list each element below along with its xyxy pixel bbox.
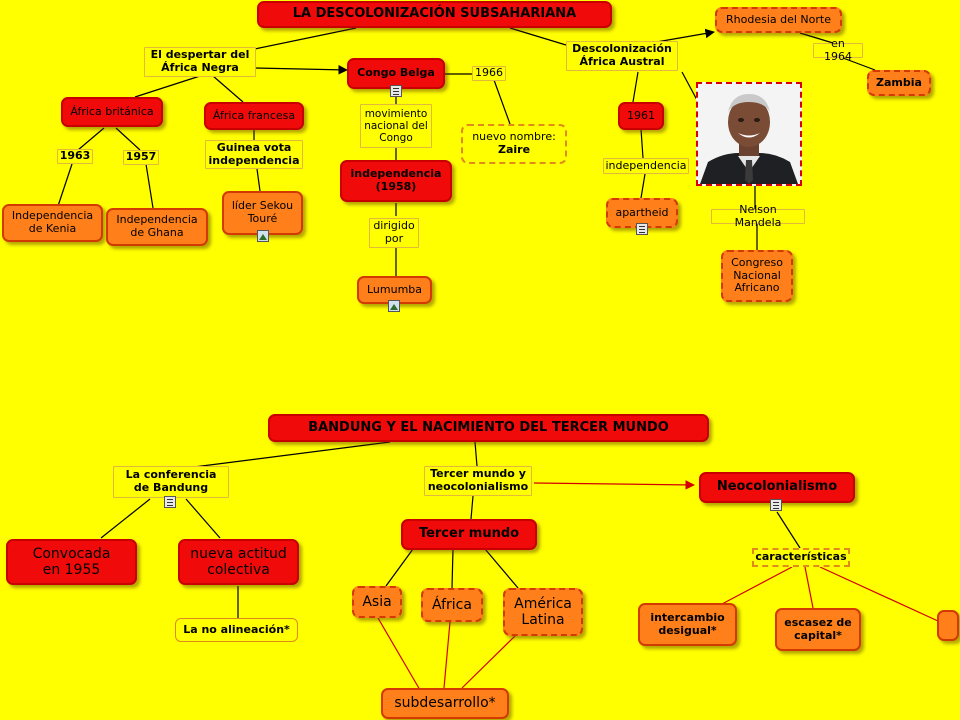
label-1966: 1966 — [472, 66, 506, 81]
node-label: intercambio desigual* — [650, 610, 725, 637]
document-icon[interactable] — [390, 85, 402, 97]
node-despertar[interactable]: El despertar del África Negra — [144, 47, 256, 77]
node-label: Congreso Nacional Africano — [731, 256, 783, 295]
node-label: África — [432, 596, 472, 613]
node-1961[interactable]: 1961 — [618, 102, 664, 130]
node-no-alineacion[interactable]: La no alineación* — [175, 618, 298, 642]
node-label: movimiento nacional del Congo — [364, 107, 428, 145]
node-kenia[interactable]: Independencia de Kenia — [2, 204, 103, 242]
document-icon[interactable] — [770, 499, 782, 511]
node-subdesarrollo[interactable]: subdesarrollo* — [381, 688, 509, 719]
node-label: Tercer mundo — [418, 526, 520, 542]
node-conferencia[interactable]: La conferencia de Bandung — [113, 466, 229, 498]
node-label: líder Sekou Touré — [231, 199, 294, 225]
node-label: 1957 — [125, 150, 157, 164]
node-label: Neocolonialismo — [716, 479, 838, 495]
node-label: La conferencia de Bandung — [125, 468, 217, 494]
node-zaire[interactable]: nuevo nombre: Zaire — [461, 124, 567, 164]
node-label: Zaire — [497, 143, 531, 156]
node-descolonizacion-austral[interactable]: Descolonización África Austral — [566, 41, 678, 71]
label-1963: 1963 — [57, 149, 93, 164]
title-bandung[interactable]: BANDUNG Y EL NACIMIENTO DEL TERCER MUNDO — [268, 414, 709, 442]
node-congreso[interactable]: Congreso Nacional Africano — [721, 250, 793, 302]
node-label: 1961 — [627, 108, 655, 122]
node-label: en 1964 — [824, 36, 852, 63]
node-partial-offscreen[interactable] — [937, 610, 959, 641]
node-label: escasez de capital* — [784, 615, 852, 642]
title-text: BANDUNG Y EL NACIMIENTO DEL TERCER MUNDO — [308, 419, 669, 435]
node-rhodesia[interactable]: Rhodesia del Norte — [715, 7, 842, 33]
node-africa-francesa[interactable]: África francesa — [204, 102, 304, 130]
document-icon[interactable] — [636, 223, 648, 235]
node-africa[interactable]: África — [421, 588, 483, 622]
node-america-latina[interactable]: América Latina — [503, 588, 583, 636]
node-movimiento[interactable]: movimiento nacional del Congo — [360, 104, 432, 148]
label-en-1964: en 1964 — [813, 37, 863, 62]
node-label: Zambia — [876, 75, 922, 89]
image-icon[interactable] — [388, 300, 400, 312]
node-convocada[interactable]: Convocada en 1955 — [6, 539, 137, 585]
label-nelson-mandela: Nelson Mandela — [711, 203, 805, 228]
node-dirigido-por: dirigido por — [369, 218, 419, 248]
node-label: nuevo nombre: — [472, 130, 556, 144]
node-label: apartheid — [615, 205, 669, 219]
title-descolonizacion[interactable]: LA DESCOLONIZACIÓN SUBSAHARIANA — [257, 1, 612, 28]
node-tercer-mundo-neo[interactable]: Tercer mundo y neocolonialismo — [424, 466, 532, 496]
node-caracteristicas[interactable]: características — [752, 548, 850, 567]
node-label: Tercer mundo y neocolonialismo — [427, 467, 529, 493]
node-guinea[interactable]: Guinea vota independencia — [205, 140, 303, 169]
node-ghana[interactable]: Independencia de Ghana — [106, 208, 208, 246]
image-icon[interactable] — [257, 230, 269, 242]
node-label: Independencia de Kenia — [11, 209, 94, 235]
node-escasez[interactable]: escasez de capital* — [775, 608, 861, 651]
node-intercambio[interactable]: intercambio desigual* — [638, 603, 737, 646]
node-label: 1963 — [59, 149, 91, 163]
node-label: Lumumba — [366, 282, 423, 296]
node-zambia[interactable]: Zambia — [867, 70, 931, 96]
node-label: Convocada en 1955 — [32, 545, 111, 578]
node-label: Guinea vota independencia — [208, 140, 300, 167]
node-label: independencia (1958) — [350, 167, 442, 193]
node-label: África británica — [70, 104, 154, 118]
node-label: dirigido por — [373, 219, 415, 245]
node-label: Rhodesia del Norte — [726, 12, 831, 26]
label-independencia: independencia — [603, 158, 689, 174]
node-label: Congo Belga — [357, 66, 435, 80]
node-africa-britanica[interactable]: África británica — [61, 97, 163, 127]
node-nueva-actitud[interactable]: nueva actitud colectiva — [178, 539, 299, 585]
node-label: La no alineación* — [183, 622, 290, 636]
node-label: África francesa — [212, 108, 296, 122]
node-tercer-mundo[interactable]: Tercer mundo — [401, 519, 537, 550]
node-label: 1966 — [475, 66, 503, 80]
node-sekou-toure[interactable]: líder Sekou Touré — [222, 191, 303, 235]
label-1957: 1957 — [123, 150, 159, 165]
node-label: Descolonización África Austral — [572, 42, 672, 68]
node-neocolonialismo[interactable]: Neocolonialismo — [699, 472, 855, 503]
title-text: LA DESCOLONIZACIÓN SUBSAHARIANA — [292, 6, 577, 22]
document-icon[interactable] — [164, 496, 176, 508]
node-label: subdesarrollo* — [394, 695, 496, 712]
node-label: Asia — [362, 593, 392, 610]
node-label: independencia — [605, 158, 687, 172]
node-label: características — [755, 550, 847, 564]
node-label: Independencia de Ghana — [116, 213, 198, 239]
portrait-photo[interactable] — [696, 82, 802, 186]
node-label: nueva actitud colectiva — [190, 545, 287, 578]
node-label: América Latina — [514, 595, 572, 628]
portrait-photo — [698, 84, 800, 184]
node-independencia-1958[interactable]: independencia (1958) — [340, 160, 452, 202]
node-asia[interactable]: Asia — [352, 586, 402, 618]
node-label: Nelson Mandela — [734, 202, 782, 229]
node-label: El despertar del África Negra — [150, 48, 250, 74]
